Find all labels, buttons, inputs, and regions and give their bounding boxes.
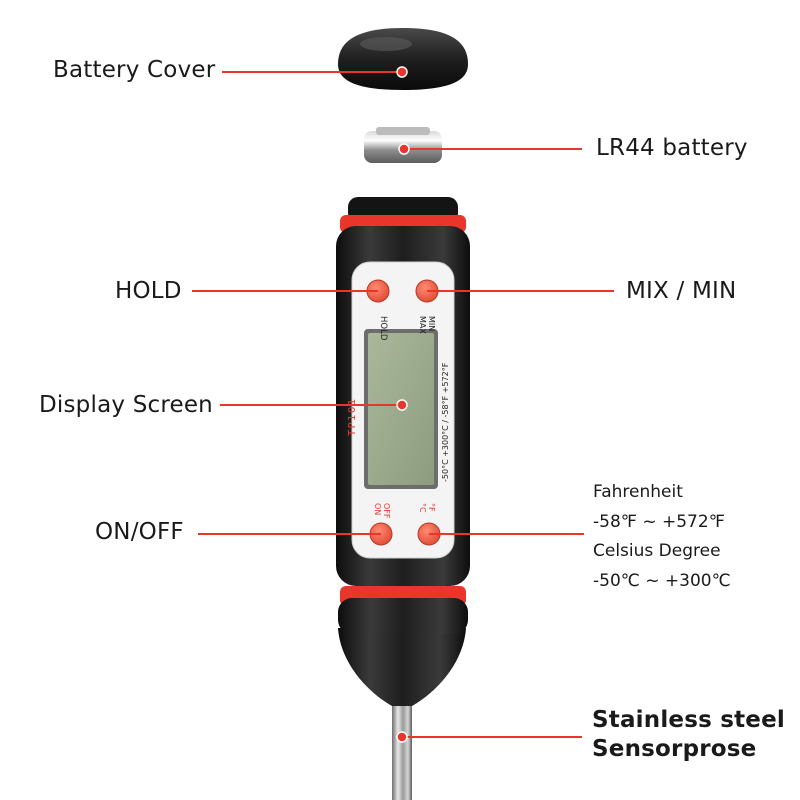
leader-lines	[192, 71, 614, 738]
min-button-print: MIN	[427, 316, 436, 331]
spec-celsius-range: -50℃ ~ +300℃	[593, 570, 731, 591]
on-print: ON	[373, 503, 382, 515]
label-lr44-battery: LR44 battery	[596, 135, 748, 161]
battery-cover	[338, 28, 468, 90]
dot-battery-cover	[396, 66, 408, 78]
label-mix-min: MIX / MIN	[626, 278, 737, 304]
unit-c-print: °C	[418, 503, 427, 513]
temperature-range-spec: Fahrenheit -58℉ ~ +572℉ Celsius Degree -…	[593, 478, 731, 596]
spec-fahrenheit-label: Fahrenheit	[593, 482, 683, 502]
label-battery-cover: Battery Cover	[53, 57, 216, 83]
label-hold: HOLD	[115, 278, 182, 304]
range-print: -50°C +300°C / -58°F +572°F	[441, 362, 450, 482]
label-on-off: ON/OFF	[95, 519, 184, 545]
dot-probe	[396, 731, 408, 743]
unit-f-print: °F	[427, 503, 436, 512]
off-print: OFF	[382, 503, 391, 519]
spec-fahrenheit-range: -58℉ ~ +572℉	[593, 511, 725, 532]
dot-lr44	[398, 143, 410, 155]
steel-probe	[392, 700, 412, 800]
label-probe-line1: Stainless steel	[592, 707, 785, 733]
label-display-screen: Display Screen	[39, 392, 213, 418]
hold-button-print: HOLD	[378, 316, 388, 341]
max-button-print: MAX	[418, 316, 427, 334]
spec-celsius-label: Celsius Degree	[593, 541, 721, 561]
label-probe-line2: Sensorprose	[592, 736, 757, 762]
model-print: TP101	[347, 397, 358, 437]
dot-display	[396, 399, 408, 411]
label-stainless-probe: Stainless steel Sensorprose	[592, 706, 785, 764]
probe-collar	[338, 628, 466, 706]
leader-dots	[396, 66, 410, 743]
